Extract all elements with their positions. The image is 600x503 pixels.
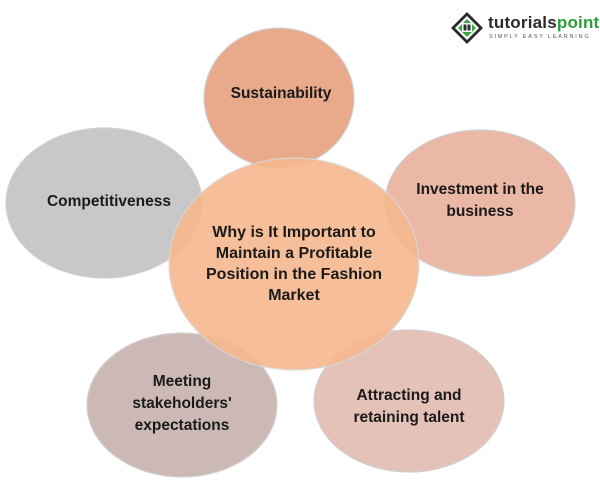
label-stakeholders: Meeting stakeholders' expectations xyxy=(132,373,232,434)
logo-word-part2: point xyxy=(556,13,600,32)
tutorialspoint-logo: tutorialspoint SIMPLY EASY LEARNING xyxy=(448,10,599,48)
logo-word-part1: tutorials xyxy=(488,13,557,32)
center-circle xyxy=(168,157,420,371)
label-talent: Attracting and retaining talent xyxy=(353,387,465,426)
logo-tagline: SIMPLY EASY LEARNING xyxy=(489,34,591,40)
node-circle-talent xyxy=(313,329,505,473)
label-investment: Investment in the business xyxy=(416,181,544,220)
tutorialspoint-logo-icon xyxy=(451,12,483,44)
logo-wordmark: tutorialspoint xyxy=(488,13,599,33)
node-circle-stakeholders xyxy=(86,332,278,478)
label-competitiveness: Competitiveness xyxy=(46,193,172,210)
center-label: Why is It Important to Maintain a Profit… xyxy=(206,224,382,304)
label-sustainability: Sustainability xyxy=(230,85,332,102)
